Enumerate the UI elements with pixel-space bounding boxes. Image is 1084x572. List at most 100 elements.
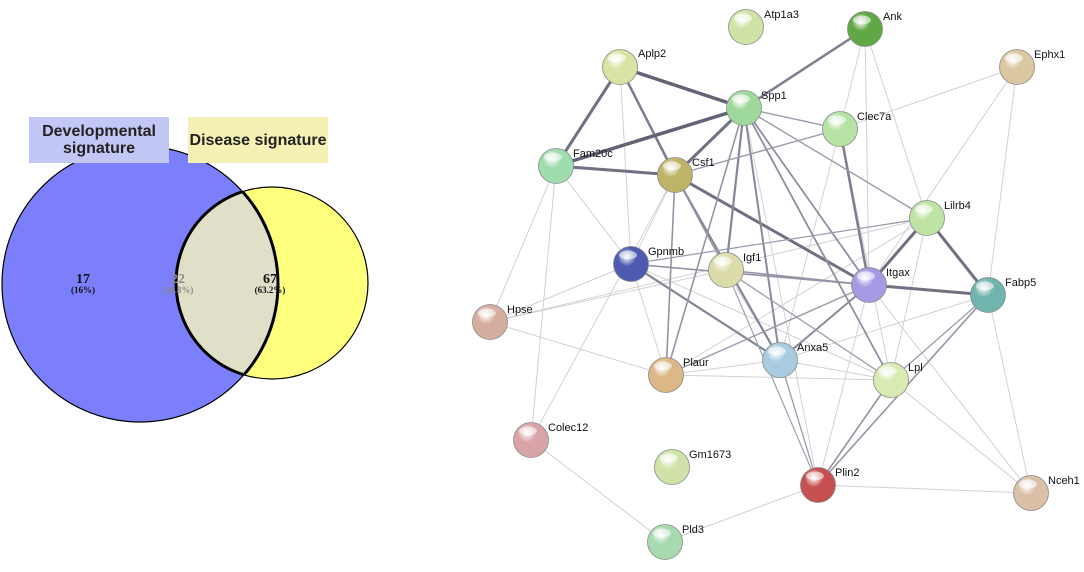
edge-itgax-plin2 — [817, 284, 870, 486]
node-highlight — [732, 94, 750, 104]
node-label: Itgax — [886, 267, 910, 279]
node-label: Atp1a3 — [764, 9, 799, 21]
node-label: Gm1673 — [689, 449, 731, 461]
edge-hpse-igf1 — [489, 269, 727, 323]
node-clec7a[interactable]: Clec7a — [822, 111, 893, 147]
node-label: Fabp5 — [1005, 277, 1036, 289]
node-label: Pld3 — [682, 524, 704, 536]
node-ephx1[interactable]: Ephx1 — [999, 49, 1066, 85]
edge-aplp2-fam20c — [554, 66, 622, 167]
node-highlight — [768, 346, 786, 356]
node-label: Ephx1 — [1034, 49, 1065, 61]
edge-lpl-fabp5 — [890, 294, 989, 381]
node-colec12[interactable]: Colec12 — [513, 422, 589, 458]
edge-csf1-igf1 — [674, 174, 727, 271]
node-label: Hpse — [507, 304, 533, 316]
disease-count: 67 — [263, 272, 277, 287]
node-highlight — [478, 308, 496, 318]
venn-diagram: 17(16%)22(20.8%)67(63.2%) — [1, 145, 369, 423]
edge-ank-lilrb4 — [864, 28, 928, 219]
edge-ephx1-fabp5 — [987, 66, 1018, 296]
edge-spp1-plaur — [665, 107, 745, 376]
edge-pld3-plin2 — [664, 484, 819, 543]
node-highlight — [915, 204, 933, 214]
edge-spp1-lpl — [743, 107, 892, 381]
developmental-signature-text: Developmental signature — [42, 123, 156, 157]
node-fam20c[interactable]: Fam20c — [538, 148, 614, 184]
node-lilrb4[interactable]: Lilrb4 — [909, 200, 971, 236]
edge-fam20c-spp1 — [555, 106, 745, 168]
edge-spp1-itgax — [743, 107, 870, 286]
edge-lpl-plin2 — [817, 379, 892, 486]
node-hpse[interactable]: Hpse — [472, 304, 533, 340]
edge-aplp2-gpnmb — [619, 66, 632, 265]
edge-ank-itgax — [864, 28, 870, 286]
edge-spp1-igf1 — [724, 107, 746, 271]
overlap-count: 22 — [171, 272, 185, 287]
node-label: Fam20c — [573, 148, 613, 160]
node-csf1[interactable]: Csf1 — [657, 157, 715, 193]
node-highlight — [857, 271, 875, 281]
edge-lilrb4-lpl — [890, 217, 928, 381]
edge-csf1-itgax — [674, 173, 870, 287]
node-gpnmb[interactable]: Gpnmb — [613, 246, 685, 282]
edge-fam20c-csf1 — [555, 164, 676, 177]
node-label: Lilrb4 — [944, 200, 971, 212]
node-ank[interactable]: Ank — [847, 11, 903, 47]
node-label: Igf1 — [743, 252, 761, 264]
edge-spp1-anxa5 — [743, 107, 781, 361]
edge-anxa5-fabp5 — [779, 294, 989, 361]
node-gm1673[interactable]: Gm1673 — [654, 449, 732, 485]
node-spp1[interactable]: Spp1 — [726, 90, 787, 126]
edge-igf1-itgax — [725, 269, 870, 286]
developmental-signature-label: Developmental signature — [29, 117, 169, 163]
node-plaur[interactable]: Plaur — [648, 357, 710, 393]
edge-clec7a-anxa5 — [779, 128, 841, 361]
edge-aplp2-spp1 — [619, 65, 745, 110]
node-atp1a3[interactable]: Atp1a3 — [728, 9, 799, 45]
edge-gpnmb-anxa5 — [630, 263, 781, 361]
node-highlight — [976, 281, 994, 291]
edge-ephx1-itgax — [868, 66, 1018, 286]
node-highlight — [1005, 53, 1023, 63]
node-lpl[interactable]: Lpl — [873, 362, 923, 398]
edge-plin2-nceh1 — [817, 484, 1032, 494]
node-label: Colec12 — [548, 422, 588, 434]
node-highlight — [879, 366, 897, 376]
node-pld3[interactable]: Pld3 — [647, 524, 705, 560]
edge-lpl-nceh1 — [890, 379, 1032, 494]
node-highlight — [660, 453, 678, 463]
node-label: Ank — [883, 11, 902, 23]
node-label: Nceh1 — [1048, 475, 1080, 487]
developmental-percent: (16%) — [71, 285, 95, 295]
node-igf1[interactable]: Igf1 — [708, 252, 762, 288]
node-itgax[interactable]: Itgax — [851, 267, 911, 303]
edge-spp1-lilrb4 — [743, 107, 928, 219]
node-highlight — [828, 115, 846, 125]
node-aplp2[interactable]: Aplp2 — [602, 48, 667, 85]
node-fabp5[interactable]: Fabp5 — [970, 277, 1037, 313]
node-highlight — [608, 53, 626, 63]
edge-spp1-plin2 — [743, 107, 819, 486]
node-label: Clec7a — [857, 111, 892, 123]
edge-ephx1-clec7a — [839, 66, 1018, 130]
edge-hpse-gpnmb — [489, 263, 632, 323]
edge-csf1-plaur — [665, 174, 676, 376]
node-anxa5[interactable]: Anxa5 — [762, 342, 829, 378]
edge-spp1-ank — [743, 27, 866, 110]
edge-clec7a-csf1 — [674, 128, 841, 176]
overlap-percent: (20.8%) — [163, 285, 194, 295]
node-plin2[interactable]: Plin2 — [800, 467, 860, 503]
node-label: Spp1 — [761, 90, 787, 102]
edge-aplp2-csf1 — [618, 66, 677, 176]
node-highlight — [806, 471, 824, 481]
edge-gpnmb-lilrb4 — [630, 217, 928, 265]
edge-itgax-plaur — [665, 284, 870, 376]
edge-itgax-nceh1 — [868, 284, 1032, 494]
node-nceh1[interactable]: Nceh1 — [1013, 475, 1080, 511]
node-highlight — [663, 161, 681, 171]
edge-plaur-anxa5 — [665, 359, 781, 376]
edge-hpse-plaur — [489, 321, 667, 376]
